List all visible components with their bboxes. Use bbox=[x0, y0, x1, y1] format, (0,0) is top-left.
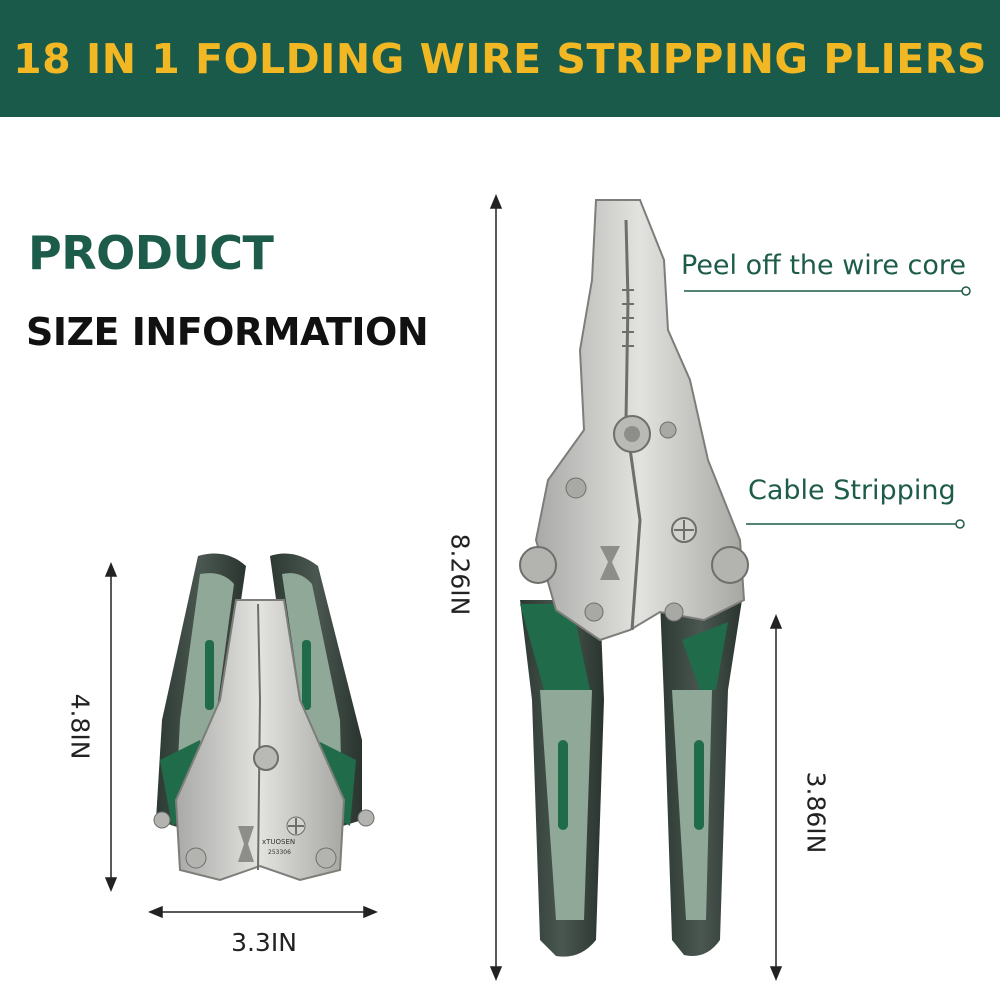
brand-marking: xTUOSEN bbox=[262, 838, 295, 846]
dimension-lines bbox=[104, 194, 783, 981]
dim-handle-length: 3.86IN bbox=[801, 771, 831, 854]
folded-pliers bbox=[153, 553, 375, 882]
dim-folded-width: 3.3IN bbox=[231, 928, 297, 957]
dim-folded-height: 4.8IN bbox=[65, 693, 95, 760]
product-heading: PRODUCT bbox=[28, 226, 274, 280]
callout-cable-stripping: Cable Stripping bbox=[748, 475, 956, 506]
callout-leaders bbox=[684, 286, 971, 529]
callout-peel-wire-core: Peel off the wire core bbox=[681, 250, 966, 281]
banner-title: 18 IN 1 FOLDING WIRE STRIPPING PLIERS bbox=[13, 34, 987, 83]
size-information-heading: SIZE INFORMATION bbox=[26, 310, 429, 354]
model-marking: 253306 bbox=[268, 849, 291, 856]
unfolded-pliers bbox=[519, 199, 749, 957]
title-banner: 18 IN 1 FOLDING WIRE STRIPPING PLIERS bbox=[0, 0, 1000, 117]
dim-total-length: 8.26IN bbox=[445, 533, 475, 616]
